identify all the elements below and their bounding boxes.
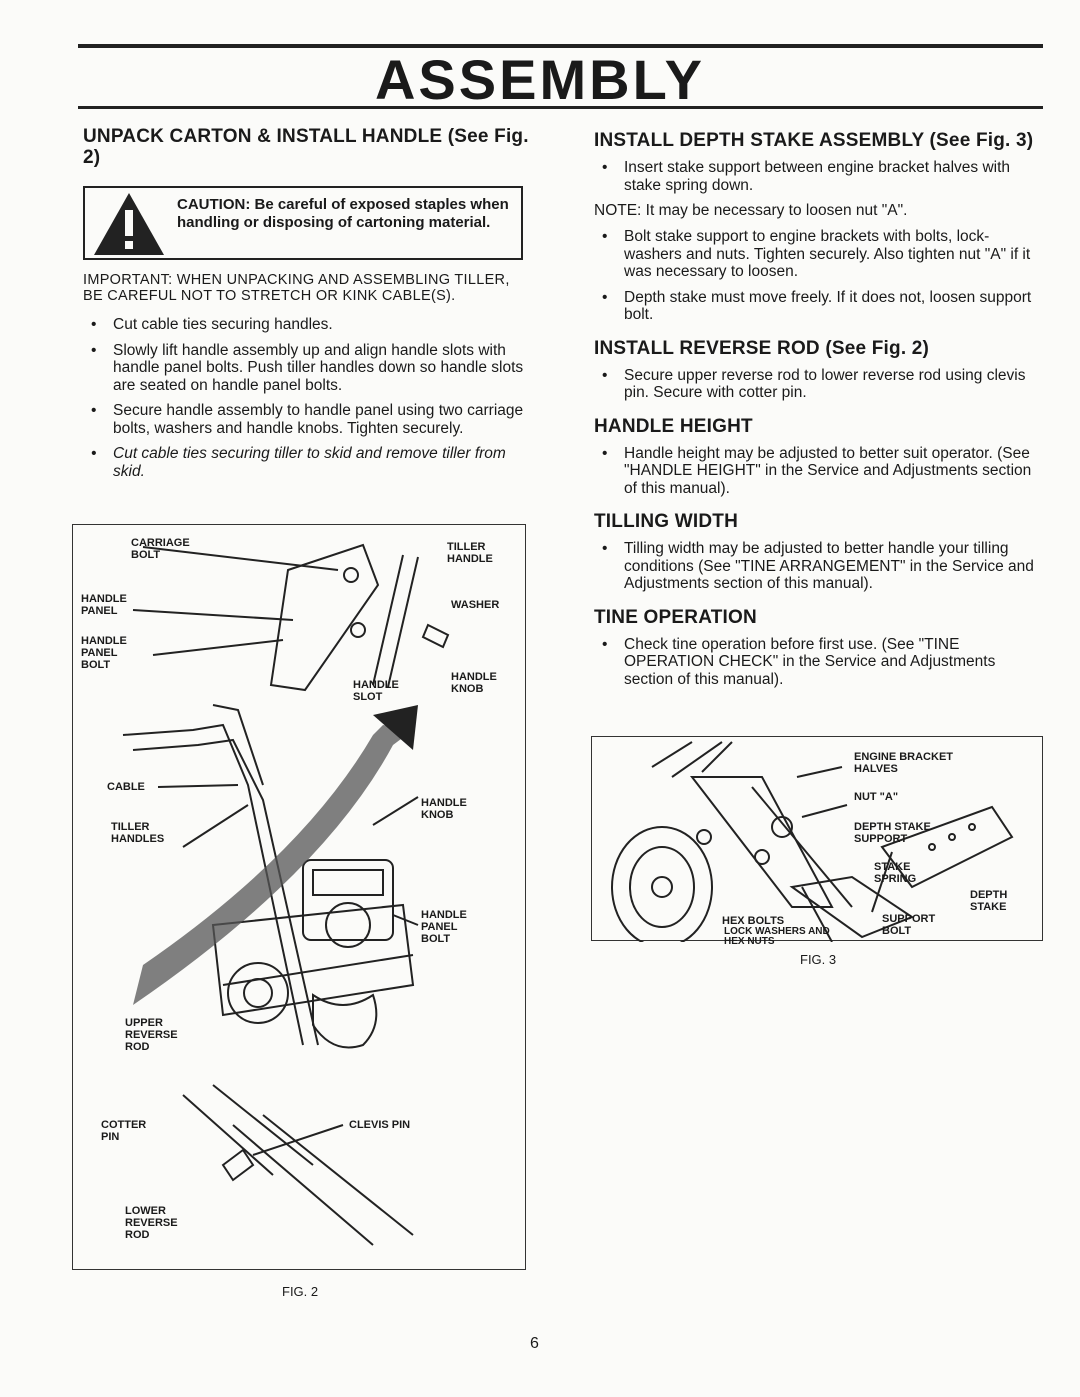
label-lock-washers: LOCK WASHERS AND HEX NUTS (724, 926, 830, 947)
handle-height-steps: Handle height may be adjusted to better … (594, 445, 1044, 498)
label-clevis-pin: CLEVIS PIN (349, 1119, 411, 1131)
tilling-width-heading: TILLING WIDTH (594, 511, 739, 532)
tine-operation-steps: Check tine operation before first use. (… (594, 636, 1044, 689)
list-item: Depth stake must move freely. If it does… (594, 289, 1044, 324)
list-item: Check tine operation before first use. (… (594, 636, 1044, 689)
top-rule-lower (78, 106, 1043, 109)
page-title: ASSEMBLY (374, 48, 705, 111)
fig3-caption: FIG. 3 (800, 952, 837, 967)
list-item: Handle height may be adjusted to better … (594, 445, 1044, 498)
page-number: 6 (530, 1335, 539, 1352)
left-column: UNPACK CARTON & INSTALL HANDLE (See Fig.… (83, 126, 531, 168)
label-hex-bolts: HEX BOLTS (722, 915, 785, 927)
label-upper-reverse-rod: UPPER REVERSE ROD (125, 1017, 178, 1053)
depth-stake-illustration (611, 741, 1014, 942)
label-handle-panel-bolt: HANDLE PANEL BOLT (421, 909, 467, 945)
label-tiller-handles: TILLER HANDLES (111, 821, 165, 845)
reverse-rod-heading: INSTALL REVERSE ROD (See Fig. 2) (594, 337, 930, 359)
fig2-caption: FIG. 2 (282, 1284, 319, 1299)
list-item: Bolt stake support to engine brackets wi… (594, 228, 1044, 281)
depth-stake-steps: Insert stake support between engine brac… (594, 159, 1044, 194)
label-handle-slot: HANDLE SLOT (353, 679, 399, 703)
left-body: IMPORTANT: WHEN UNPACKING AND ASSEMBLING… (83, 272, 529, 488)
label-nut-a: NUT "A" (854, 791, 899, 803)
unpack-steps: Cut cable ties securing handles. Slowly … (83, 316, 529, 480)
tiller-illustration (122, 543, 450, 1246)
label-tiller-handle: TILLER HANDLE (447, 541, 493, 565)
label-handle-panel-bolt-top: HANDLE PANEL BOLT (81, 635, 127, 671)
figure-2: CARRIAGE BOLT TILLER HANDLE HANDLE PANEL… (72, 524, 526, 1270)
caution-box: CAUTION: Be careful of exposed staples w… (83, 186, 523, 260)
list-item: Secure upper reverse rod to lower revers… (594, 367, 1044, 402)
list-item: Insert stake support between engine brac… (594, 159, 1044, 194)
label-handle-panel: HANDLE PANEL (81, 593, 127, 617)
unpack-heading: UNPACK CARTON & INSTALL HANDLE (See Fig.… (83, 126, 529, 168)
label-cable: CABLE (107, 781, 145, 793)
tine-operation-heading: TINE OPERATION (594, 606, 757, 628)
label-cotter-pin: COTTER PIN (101, 1119, 147, 1143)
list-item: Secure handle assembly to handle panel u… (83, 402, 529, 437)
important-note: IMPORTANT: WHEN UNPACKING AND ASSEMBLING… (83, 272, 510, 304)
label-handle-knob-top: HANDLE KNOB (451, 671, 497, 695)
right-column: INSTALL DEPTH STAKE ASSEMBLY (See Fig. 3… (594, 130, 1044, 696)
depth-stake-steps-2: Bolt stake support to engine brackets wi… (594, 228, 1044, 324)
label-depth-stake-support: DEPTH STAKE SUPPORT (854, 821, 931, 845)
warning-icon (94, 193, 164, 255)
label-carriage-bolt: CARRIAGE BOLT (131, 537, 190, 561)
list-item: Tilling width may be adjusted to better … (594, 540, 1044, 593)
top-rule-upper (78, 44, 1043, 48)
label-depth-stake: DEPTH STAKE (970, 889, 1008, 913)
list-item: Slowly lift handle assembly up and align… (83, 342, 529, 395)
depth-note: NOTE: It may be necessary to loosen nut … (594, 202, 908, 219)
label-support-bolt: SUPPORT BOLT (882, 913, 936, 937)
depth-stake-heading: INSTALL DEPTH STAKE ASSEMBLY (See Fig. 3… (594, 130, 1034, 151)
list-item: Cut cable ties securing handles. (83, 316, 529, 334)
label-engine-bracket: ENGINE BRACKET HALVES (854, 751, 954, 775)
label-handle-knob: HANDLE KNOB (421, 797, 467, 821)
tilling-width-steps: Tilling width may be adjusted to better … (594, 540, 1044, 593)
label-washer: WASHER (451, 599, 500, 611)
list-item: Cut cable ties securing tiller to skid a… (83, 445, 529, 480)
figure-3: ENGINE BRACKET HALVES NUT "A" DEPTH STAK… (591, 736, 1043, 947)
label-stake-spring: STAKE SPRING (874, 861, 917, 885)
caution-text: CAUTION: Be careful of exposed staples w… (177, 196, 509, 231)
handle-height-heading: HANDLE HEIGHT (594, 415, 753, 437)
reverse-rod-steps: Secure upper reverse rod to lower revers… (594, 367, 1044, 402)
label-lower-reverse-rod: LOWER REVERSE ROD (125, 1205, 178, 1241)
